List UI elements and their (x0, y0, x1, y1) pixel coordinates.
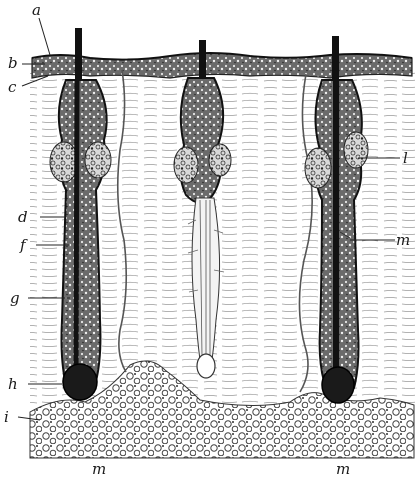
leader-a (39, 18, 50, 55)
label-i: i (4, 408, 9, 426)
hair-bulb-center (197, 354, 215, 378)
hair-bulb-left (63, 364, 97, 400)
label-l: l (403, 149, 408, 167)
epidermis (32, 53, 412, 78)
label-g: g (10, 289, 20, 307)
label-a: a (32, 1, 41, 19)
label-m-right: m (396, 231, 410, 249)
label-c: c (8, 78, 17, 96)
label-m-bottom-left: m (92, 460, 106, 478)
label-d: d (18, 208, 28, 226)
hair-bulb-right (322, 367, 354, 403)
label-h: h (8, 375, 18, 393)
label-b: b (8, 54, 18, 72)
label-m-bottom-right: m (336, 460, 350, 478)
label-f: f (19, 236, 28, 254)
